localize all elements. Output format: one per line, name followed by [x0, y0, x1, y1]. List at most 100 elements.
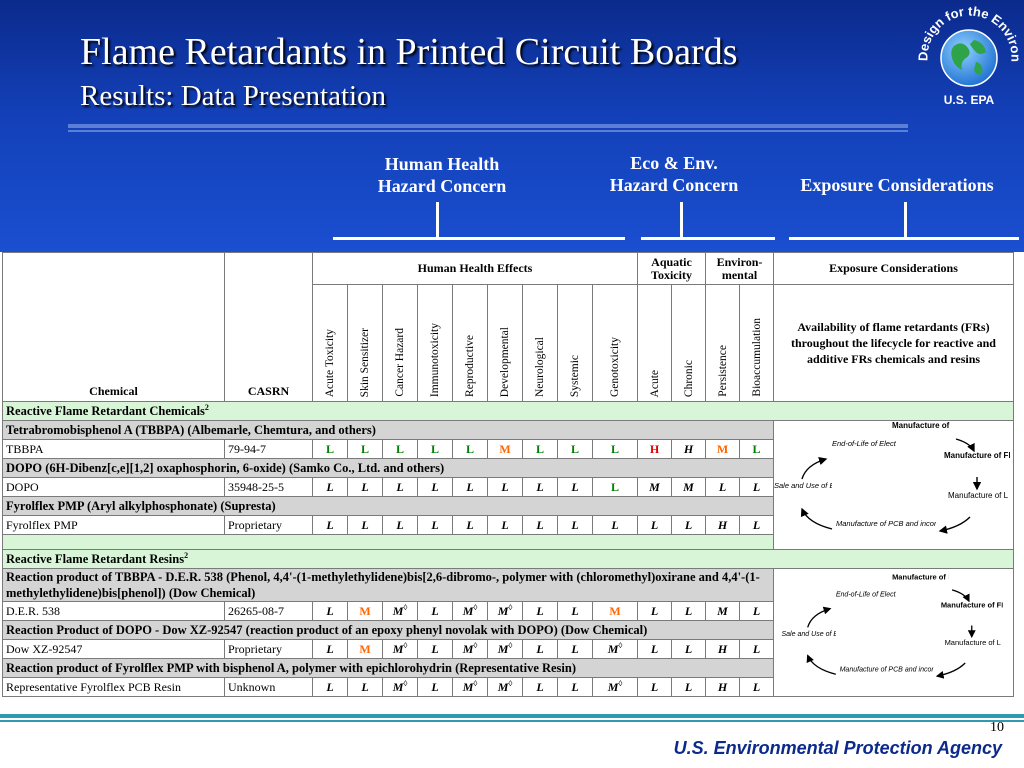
chemical-description: Fyrolflex PMP (Aryl alkylphosphonate) (S…	[2, 496, 774, 516]
hazard-rating: L	[739, 601, 774, 621]
lifecycle-end-of-life: End-of-Life of Electronics (Recycle, Dis…	[832, 439, 896, 448]
section-reactive-chemicals: Reactive Flame Retardant Chemicals2	[2, 401, 1014, 421]
human-health-effects-header: Human Health Effects	[312, 252, 638, 285]
results-table-area: Chemical CASRN Human Health Effects Aqua…	[0, 252, 1024, 714]
chemical-description-row: DOPO (6H-Dibenz[c,e][1,2] oxaphosphorin,…	[2, 458, 1014, 478]
chemical-casrn: Unknown	[224, 677, 313, 697]
hazard-rating: L	[382, 439, 418, 459]
hazard-rating: L	[417, 477, 453, 497]
footer-rule-thin	[0, 720, 1024, 722]
rating-footnote-mark: ◊	[473, 603, 478, 612]
hazard-rating: L	[671, 639, 706, 659]
rating-footnote-mark: ◊	[403, 603, 408, 612]
rating-footnote-mark: ◊	[403, 679, 408, 688]
lifecycle-arrow	[801, 456, 828, 480]
hazard-rating: L	[592, 515, 638, 535]
human-health-line2: Hazard Concern	[377, 176, 507, 196]
chemical-name: Fyrolflex PMP	[2, 515, 225, 535]
hazard-rating: L	[312, 639, 348, 659]
endpoint-header: Chronic	[671, 284, 706, 402]
eco-bracket	[641, 237, 775, 240]
hazard-rating: L	[739, 515, 774, 535]
rating-footnote-mark: ◊	[618, 641, 623, 650]
env-line1: Environ-	[716, 254, 763, 269]
hazard-rating: L	[592, 477, 638, 497]
lifecycle-manufacture-fr: Manufacture of FR	[892, 572, 948, 581]
hazard-rating: L	[382, 477, 418, 497]
hazard-rating: M◊	[487, 639, 523, 659]
rating-footnote-mark: ◊	[473, 641, 478, 650]
chemical-name: DOPO	[2, 477, 225, 497]
human-health-line1: Human Health	[384, 154, 500, 174]
hazard-rating: L	[592, 439, 638, 459]
hazard-rating: L	[312, 601, 348, 621]
title-banner: Flame Retardants in Printed Circuit Boar…	[0, 0, 1024, 252]
spacer-cell	[2, 534, 774, 550]
chemical-casrn: 35948-25-5	[224, 477, 313, 497]
hazard-rating: L	[452, 439, 488, 459]
eco-group-label: Eco & Env. Hazard Concern	[588, 152, 760, 196]
chemical-casrn: 26265-08-7	[224, 601, 313, 621]
lifecycle-diagram-cell: Manufacture of FRManufacture of FR Resin…	[773, 568, 1014, 697]
hazard-rating: L	[312, 477, 348, 497]
hazard-rating: L	[347, 477, 383, 497]
hazard-rating: L	[347, 515, 383, 535]
hazard-rating: L	[637, 677, 672, 697]
hazard-rating: L	[739, 477, 774, 497]
casrn-column-header: CASRN	[224, 252, 313, 402]
human-health-bracket	[333, 237, 625, 240]
hazard-rating: L	[637, 515, 672, 535]
hazard-rating: L	[522, 515, 558, 535]
chemical-casrn: Proprietary	[224, 639, 313, 659]
dfe-globe-logo: Design for the Environment U.S. EPA	[914, 2, 1024, 107]
hazard-rating: L	[417, 601, 453, 621]
chemical-description: Reaction product of Fyrolflex PMP with b…	[2, 658, 774, 678]
eco-line2: Hazard Concern	[609, 175, 739, 195]
hazard-rating: M	[671, 477, 706, 497]
rating-footnote-mark: ◊	[473, 679, 478, 688]
aquatic-toxicity-header: Aquatic Toxicity	[637, 252, 706, 285]
rating-footnote-mark: ◊	[508, 641, 513, 650]
hazard-rating: M◊	[382, 601, 418, 621]
logo-bottom-text: U.S. EPA	[944, 93, 995, 107]
endpoint-header: Developmental	[487, 284, 523, 402]
hazard-rating: M	[347, 601, 383, 621]
environmental-header: Environ- mental	[705, 252, 774, 285]
rating-footnote-mark: ◊	[403, 641, 408, 650]
hazard-rating: L	[417, 677, 453, 697]
chemical-casrn: 79-94-7	[224, 439, 313, 459]
hazard-rating: H	[705, 515, 740, 535]
endpoint-header: Reproductive	[452, 284, 488, 402]
hazard-rating: L	[382, 515, 418, 535]
endpoint-header: Skin Sensitizer	[347, 284, 383, 402]
results-table: Chemical CASRN Human Health Effects Aqua…	[2, 252, 1014, 697]
lifecycle-arrow	[951, 588, 970, 602]
lifecycle-sale-use: Sale and Use of Electronics	[781, 628, 835, 638]
rating-footnote-mark: ◊	[508, 603, 513, 612]
hazard-rating: L	[705, 477, 740, 497]
section-row: Reactive Flame Retardant Resins2	[2, 549, 1014, 569]
chemical-name: Dow XZ-92547	[2, 639, 225, 659]
lifecycle-diagram: Manufacture of FRManufacture of FR Resin…	[781, 572, 1003, 679]
hazard-rating: L	[522, 601, 558, 621]
hazard-rating: M◊	[487, 677, 523, 697]
page-number: 10	[990, 720, 1004, 735]
hazard-rating: M	[705, 439, 740, 459]
lifecycle-arrow	[938, 516, 971, 534]
lifecycle-manufacture-fr: Manufacture of FR	[892, 421, 952, 431]
lifecycle-manufacture-laminate: Manufacture of Laminate	[948, 491, 1008, 500]
hazard-rating: M◊	[452, 677, 488, 697]
human-health-group-label: Human Health Hazard Concern	[352, 153, 532, 197]
chemical-name: D.E.R. 538	[2, 601, 225, 621]
endpoint-header: Genotoxicity	[592, 284, 638, 402]
lifecycle-end-of-life: End-of-Life of Electronics (Recycle, Dis…	[835, 589, 896, 598]
lifecycle-manufacture-laminate: Manufacture of Laminate	[944, 638, 1001, 647]
lifecycle-manufacture-pcb: Manufacture of PCB and incorporation int…	[839, 664, 934, 673]
hazard-rating: L	[522, 477, 558, 497]
hazard-rating: L	[522, 677, 558, 697]
exposure-description: Availability of flame retardants (FRs) t…	[773, 284, 1014, 402]
